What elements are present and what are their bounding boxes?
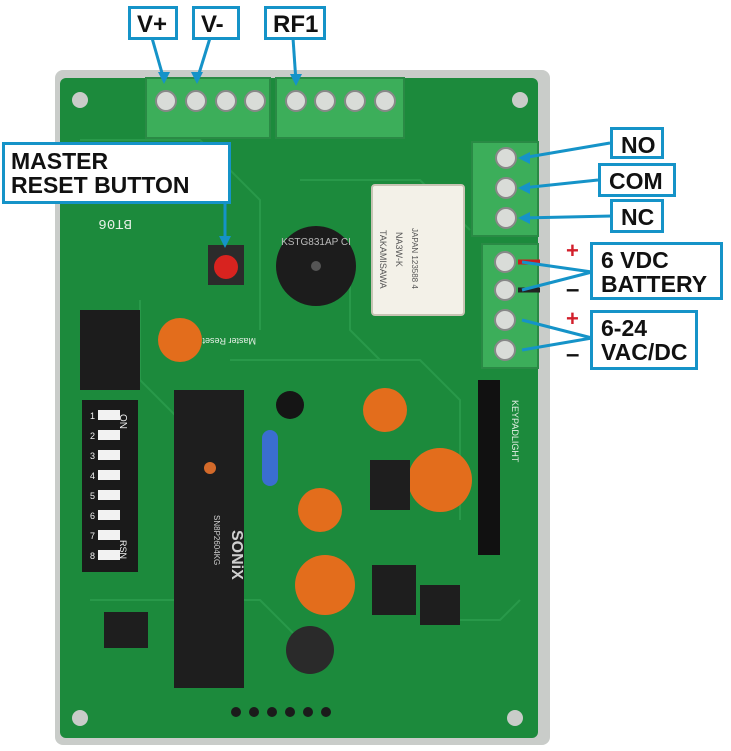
terminal-screws-relay [495,147,517,229]
microcontroller-dot [204,462,216,474]
bottom-pads [231,707,331,717]
terminal-screws-rf [285,90,396,112]
board-code: BT06 [98,215,132,231]
pin-header [478,380,500,555]
dip-rsn-label: RSN [118,540,128,559]
ic-small-left [80,310,140,390]
dip-number: 4 [90,471,95,481]
dip-switch-levers [98,410,120,560]
ic-mid [370,460,410,510]
terminal-screws-left [155,90,266,112]
dip-number: 2 [90,431,95,441]
label-supply: 6-24 VAC/DC [590,310,698,370]
label-nc: NC [610,199,664,233]
chip-model: SN8P2604KG [212,515,221,565]
dip-numbers: 1 2 3 4 5 6 7 8 [90,411,95,561]
label-battery: 6 VDC BATTERY [590,242,723,300]
label-no: NO [610,127,664,159]
buzzer-hole [311,261,321,271]
dip-number: 3 [90,451,95,461]
dip-number: 7 [90,531,95,541]
label-com: COM [598,163,676,197]
callout-leaders [150,37,613,352]
capacitor-left [158,318,202,362]
microcontroller [174,390,244,688]
relay-text-3: JAPAN 123588 4 [410,228,419,289]
dip-switch [82,400,138,572]
capacitor-upper [363,388,407,432]
relay [371,184,465,316]
label-v-plus: V+ [128,6,178,40]
master-reset-silk: Master Reset [202,336,256,346]
terminal-screws-power [494,251,516,361]
supply-minus-sign: – [566,341,580,368]
dip-number: 5 [90,491,95,501]
label-v-minus: V- [192,6,240,40]
buzzer-text: KSTG831AP CI [281,237,351,248]
transistor [276,391,304,419]
capacitor-mid [298,488,342,532]
capacitor-large [295,555,355,615]
regulator [372,565,416,615]
supply-plus-sign: + [566,306,579,331]
label-master-reset: MASTER RESET BUTTON [2,142,231,204]
chip-brand: SONiX [228,530,245,580]
relay-text-2: NA3W-K [394,232,404,267]
dip-on-label: ON [117,414,128,429]
resistor-blue [262,430,278,486]
mounting-holes [72,92,528,726]
battery-minus-sign: – [566,276,580,303]
ic-small-bottom [104,612,148,648]
reset-button [214,255,238,279]
dip-number: 6 [90,511,95,521]
relay-text-1: TAKAMISAWA [378,230,388,289]
battery-plus-sign: + [566,238,579,263]
ic-small-right [420,585,460,625]
capacitor-right [408,448,472,512]
label-rf1: RF1 [264,6,326,40]
header-silk: KEYPADLIGHT [510,400,520,463]
dip-number: 8 [90,551,95,561]
inductor [286,626,334,674]
dip-number: 1 [90,411,95,421]
callout-arrowheads [158,72,530,248]
